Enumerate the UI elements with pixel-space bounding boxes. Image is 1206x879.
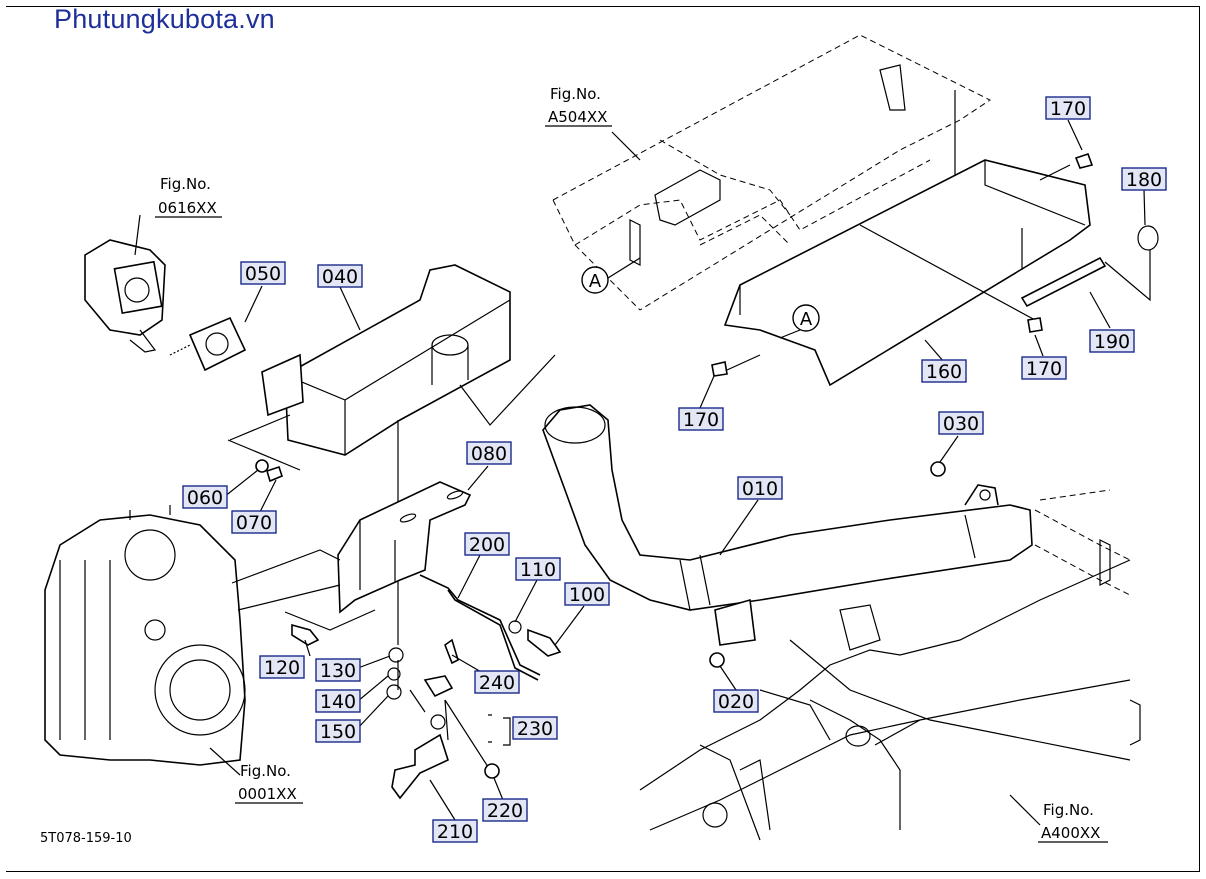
svg-text:110: 110	[520, 559, 556, 581]
fig-ref-0616: Fig.No. 0616XX	[155, 175, 222, 218]
svg-text:130: 130	[320, 660, 356, 682]
fig-ref-0616-line2: 0616XX	[158, 199, 217, 217]
part-label-240[interactable]: 240	[474, 670, 520, 694]
pipe-190-drawing	[1020, 256, 1107, 308]
svg-text:140: 140	[320, 691, 356, 713]
ref-marker-a-right: A	[792, 304, 820, 332]
svg-text:A: A	[800, 309, 813, 330]
chassis-drawing	[639, 489, 1141, 841]
gasket-drawing	[188, 316, 247, 372]
fig-ref-0001: Fig.No. 0001XX	[235, 762, 303, 804]
svg-text:030: 030	[943, 413, 979, 435]
svg-text:180: 180	[1126, 169, 1162, 191]
part-label-110[interactable]: 110	[515, 557, 561, 581]
part-label-160[interactable]: 160	[921, 359, 967, 383]
svg-text:100: 100	[569, 584, 605, 606]
fig-ref-a504-line1: Fig.No.	[550, 85, 601, 103]
part-label-220[interactable]: 220	[482, 798, 528, 822]
part-label-070[interactable]: 070	[231, 510, 277, 534]
svg-text:120: 120	[264, 657, 300, 679]
part-label-050[interactable]: 050	[240, 261, 286, 285]
part-label-030[interactable]: 030	[938, 411, 984, 435]
part-label-230[interactable]: 230	[512, 716, 558, 740]
bracket-drawing	[337, 481, 472, 614]
fig-ref-a400: Fig.No. A400XX	[1038, 801, 1108, 843]
svg-text:160: 160	[926, 361, 962, 383]
svg-text:070: 070	[236, 512, 272, 534]
svg-text:200: 200	[469, 534, 505, 556]
part-label-190[interactable]: 190	[1089, 329, 1135, 353]
part-label-170-right[interactable]: 170	[1021, 356, 1067, 380]
svg-text:170: 170	[1050, 98, 1086, 120]
frame-right	[1199, 6, 1200, 872]
part-label-100[interactable]: 100	[564, 582, 610, 606]
svg-text:220: 220	[487, 800, 523, 822]
part-label-010[interactable]: 010	[737, 476, 783, 500]
part-label-120[interactable]: 120	[259, 655, 305, 679]
fig-ref-a400-line2: A400XX	[1041, 824, 1100, 842]
part-label-210[interactable]: 210	[432, 819, 478, 843]
part-label-180[interactable]: 180	[1121, 167, 1167, 191]
muffler-drawing	[261, 264, 511, 456]
fig-ref-a504: Fig.No. A504XX	[545, 85, 612, 127]
part-label-170-top[interactable]: 170	[1045, 96, 1091, 120]
svg-text:170: 170	[1026, 358, 1062, 380]
fig-ref-0001-line2: 0001XX	[238, 785, 297, 803]
pipe-200-drawing	[419, 574, 541, 676]
svg-text:170: 170	[683, 409, 719, 431]
clamp-drawing	[1137, 225, 1159, 251]
svg-text:150: 150	[320, 721, 356, 743]
svg-text:020: 020	[718, 691, 754, 713]
engine-block-drawing	[44, 505, 246, 766]
fig-ref-0001-line1: Fig.No.	[240, 762, 291, 780]
watermark: Phutungkubota.vn	[54, 4, 275, 34]
svg-text:010: 010	[742, 478, 778, 500]
part-label-200[interactable]: 200	[464, 532, 510, 556]
svg-text:240: 240	[479, 672, 515, 694]
svg-text:040: 040	[322, 266, 358, 288]
svg-text:230: 230	[517, 718, 553, 740]
svg-text:A: A	[589, 271, 602, 292]
part-label-150[interactable]: 150	[315, 719, 361, 743]
part-label-060[interactable]: 060	[182, 485, 228, 509]
manifold-drawing	[84, 239, 191, 356]
cover-plate-drawing	[723, 159, 1091, 387]
part-label-040[interactable]: 040	[317, 264, 363, 288]
ref-marker-a-left: A	[581, 266, 609, 294]
fig-ref-a400-line1: Fig.No.	[1043, 801, 1094, 819]
part-label-140[interactable]: 140	[315, 689, 361, 713]
fig-ref-0616-line1: Fig.No.	[160, 175, 211, 193]
fig-ref-a504-line2: A504XX	[548, 108, 607, 126]
frame-bottom	[6, 871, 1200, 872]
part-label-130[interactable]: 130	[315, 658, 361, 682]
exhaust-pipe-drawing	[542, 404, 1033, 668]
part-label-020[interactable]: 020	[713, 689, 759, 713]
diagram-code: 5T078-159-10	[40, 831, 132, 846]
part-label-080[interactable]: 080	[466, 441, 512, 465]
frame-top	[6, 6, 1200, 7]
svg-text:190: 190	[1094, 331, 1130, 353]
part-label-170-left[interactable]: 170	[678, 407, 724, 431]
svg-text:050: 050	[245, 263, 281, 285]
svg-text:080: 080	[471, 443, 507, 465]
svg-text:060: 060	[187, 487, 223, 509]
svg-text:210: 210	[437, 821, 473, 843]
